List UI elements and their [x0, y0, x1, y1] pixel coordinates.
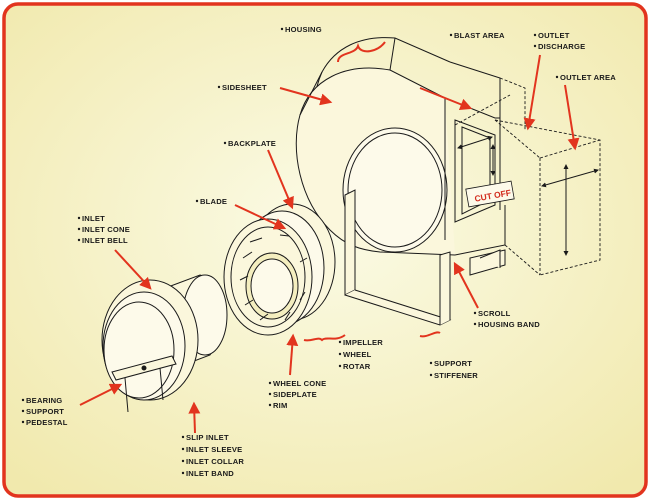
- fan-housing: [295, 37, 506, 256]
- label-outlet-area: OUTLET AREA: [560, 73, 616, 82]
- housing-support: [344, 189, 506, 326]
- label-inlet-band: INLET BAND: [186, 469, 234, 478]
- label-inlet: INLET: [82, 214, 105, 223]
- dimension-arrows: [457, 135, 599, 256]
- label-inlet-bell: INLET BELL: [82, 236, 128, 245]
- label-backplate: BACKPLATE: [228, 139, 276, 148]
- inlet-cone: [101, 274, 228, 413]
- label-support: SUPPORT: [434, 359, 472, 368]
- label-sideplate: SIDEPLATE: [273, 390, 317, 399]
- label-blast-area: BLAST AREA: [454, 31, 505, 40]
- label-housing: HOUSING: [285, 25, 322, 34]
- label-inlet-sleeve: INLET SLEEVE: [186, 445, 242, 454]
- label-wheel: WHEEL: [343, 350, 372, 359]
- cut-off-tag: CUT OFF: [465, 180, 515, 208]
- label-pedestal: PEDESTAL: [26, 418, 68, 427]
- label-impeller: IMPELLER: [343, 338, 383, 347]
- label-inlet-collar: INLET COLLAR: [186, 457, 244, 466]
- label-bearing-support: SUPPORT: [26, 407, 64, 416]
- label-inlet-cone: INLET CONE: [82, 225, 130, 234]
- label-bearing: BEARING: [26, 396, 62, 405]
- label-wheel-cone: WHEEL CONE: [273, 379, 326, 388]
- label-discharge: DISCHARGE: [538, 42, 585, 51]
- label-rotar: ROTAR: [343, 362, 371, 371]
- label-rim: RIM: [273, 401, 288, 410]
- label-bullets: [21, 27, 559, 475]
- label-blade: BLADE: [200, 197, 227, 206]
- label-sidesheet: SIDESHEET: [222, 83, 267, 92]
- label-outlet: OUTLET: [538, 31, 570, 40]
- label-slip-inlet: SLIP INLET: [186, 433, 229, 442]
- label-stiffener: STIFFENER: [434, 371, 478, 380]
- label-group: HOUSING BLAST AREA OUTLET DISCHARGE OUTL…: [26, 25, 616, 478]
- red-callouts: [79, 41, 580, 434]
- label-housing-band: HOUSING BAND: [478, 320, 540, 329]
- label-scroll: SCROLL: [478, 309, 511, 318]
